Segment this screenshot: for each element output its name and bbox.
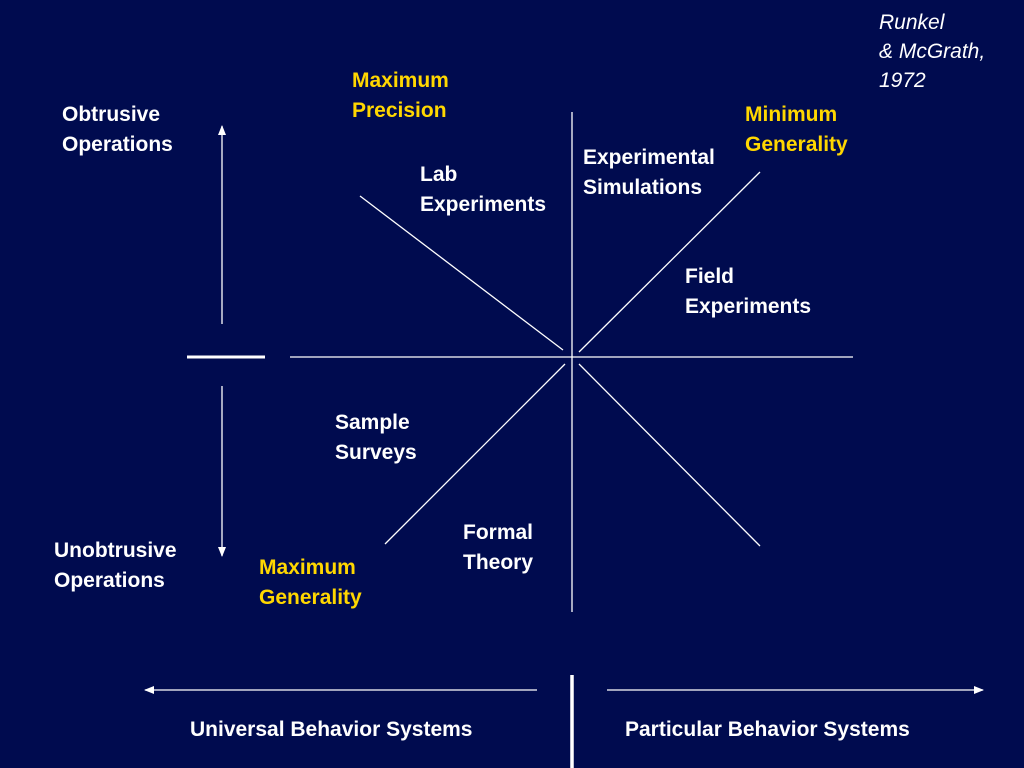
citation-line-3: 1972 bbox=[879, 69, 926, 92]
minimum-generality-label: Minimum Generality bbox=[745, 103, 848, 156]
diagonal-line-lower-left bbox=[384, 363, 566, 545]
citation-line-2: & McGrath, bbox=[879, 40, 986, 63]
obtrusive-operations-label: Obtrusive Operations bbox=[62, 103, 173, 156]
sample-surveys-label: Sample Surveys bbox=[335, 411, 417, 464]
citation-line-1: Runkel bbox=[879, 11, 945, 34]
diagonal-line-upper-left bbox=[359, 195, 564, 351]
unobtrusive-operations-label: Unobtrusive Operations bbox=[54, 539, 177, 592]
universal-behavior-systems-label: Universal Behavior Systems bbox=[190, 718, 473, 741]
citation: Runkel & McGrath, 1972 bbox=[879, 8, 985, 95]
particular-behavior-systems-label: Particular Behavior Systems bbox=[625, 718, 910, 741]
experimental-simulations-label: Experimental Simulations bbox=[583, 146, 715, 199]
formal-theory-label: Formal Theory bbox=[463, 521, 534, 574]
maximum-precision-label: Maximum Precision bbox=[352, 69, 449, 122]
diagonal-line-lower-right bbox=[578, 363, 761, 547]
maximum-generality-label: Maximum Generality bbox=[259, 556, 362, 609]
diagonal-line-upper-right bbox=[578, 171, 761, 353]
lab-experiments-label: Lab Experiments bbox=[420, 163, 547, 216]
field-experiments-label: Field Experiments bbox=[685, 265, 812, 318]
